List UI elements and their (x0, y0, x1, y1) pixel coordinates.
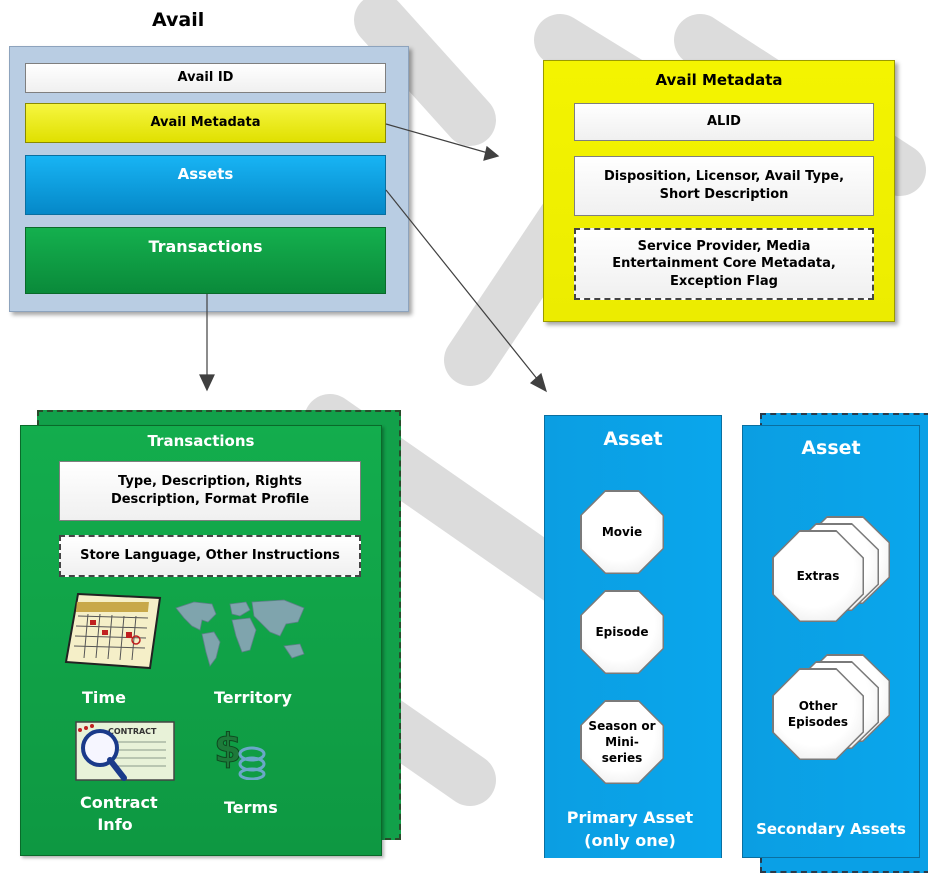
service-provider-box: Service Provider, Media Entertainment Co… (574, 228, 874, 300)
other-episodes-label: Other Episodes (787, 698, 849, 729)
assets-label: Assets (177, 165, 234, 183)
primary-asset-footer: Primary Asset (only one) (566, 808, 694, 851)
other-episodes-octagon: Other Episodes (772, 668, 864, 760)
alid-box: ALID (574, 103, 874, 141)
contract-magnifier-icon: CONTRACT (75, 721, 175, 781)
dollar-coins-icon: $ (214, 726, 266, 780)
type-description-box: Type, Description, Rights Description, F… (59, 461, 361, 521)
arrowhead-metadata (483, 145, 500, 161)
movie-label: Movie (601, 524, 643, 539)
metadata-title: Avail Metadata (655, 71, 783, 89)
secondary-asset-footer: Secondary Assets (756, 820, 906, 838)
arrow-to-assets (385, 189, 539, 381)
store-language-box: Store Language, Other Instructions (59, 535, 361, 577)
episode-octagon: Episode (580, 590, 664, 674)
time-label: Time (82, 688, 126, 707)
avail-id-box: Avail ID (25, 63, 386, 93)
movie-octagon: Movie (580, 490, 664, 574)
svg-text:CONTRACT: CONTRACT (108, 727, 157, 736)
disposition-box: Disposition, Licensor, Avail Type, Short… (574, 156, 874, 216)
svg-text:$: $ (214, 726, 242, 772)
calendar-icon (64, 592, 162, 670)
transactions-box: Transactions (25, 227, 386, 294)
avail-metadata-box: Avail Metadata (25, 103, 386, 143)
arrowhead-assets (529, 372, 547, 393)
world-map-icon (175, 599, 305, 667)
episode-label: Episode (595, 624, 649, 639)
arrowhead-transactions (199, 374, 215, 392)
territory-label: Territory (214, 688, 292, 707)
season-label: Season or Mini-series (588, 718, 656, 766)
terms-label: Terms (224, 798, 278, 817)
avail-title: Avail (152, 9, 205, 31)
contract-info-label: Contract Info (80, 793, 158, 834)
arrow-to-metadata (385, 123, 489, 154)
assets-box: Assets (25, 155, 386, 215)
transactions-label: Transactions (148, 237, 263, 256)
season-octagon: Season or Mini-series (580, 700, 664, 784)
primary-asset-title: Asset (603, 428, 663, 450)
secondary-asset-title: Asset (801, 437, 861, 459)
extras-label: Extras (796, 568, 840, 583)
transactions-card-title: Transactions (147, 432, 255, 450)
secondary-asset-panel (742, 425, 920, 858)
extras-octagon: Extras (772, 530, 864, 622)
